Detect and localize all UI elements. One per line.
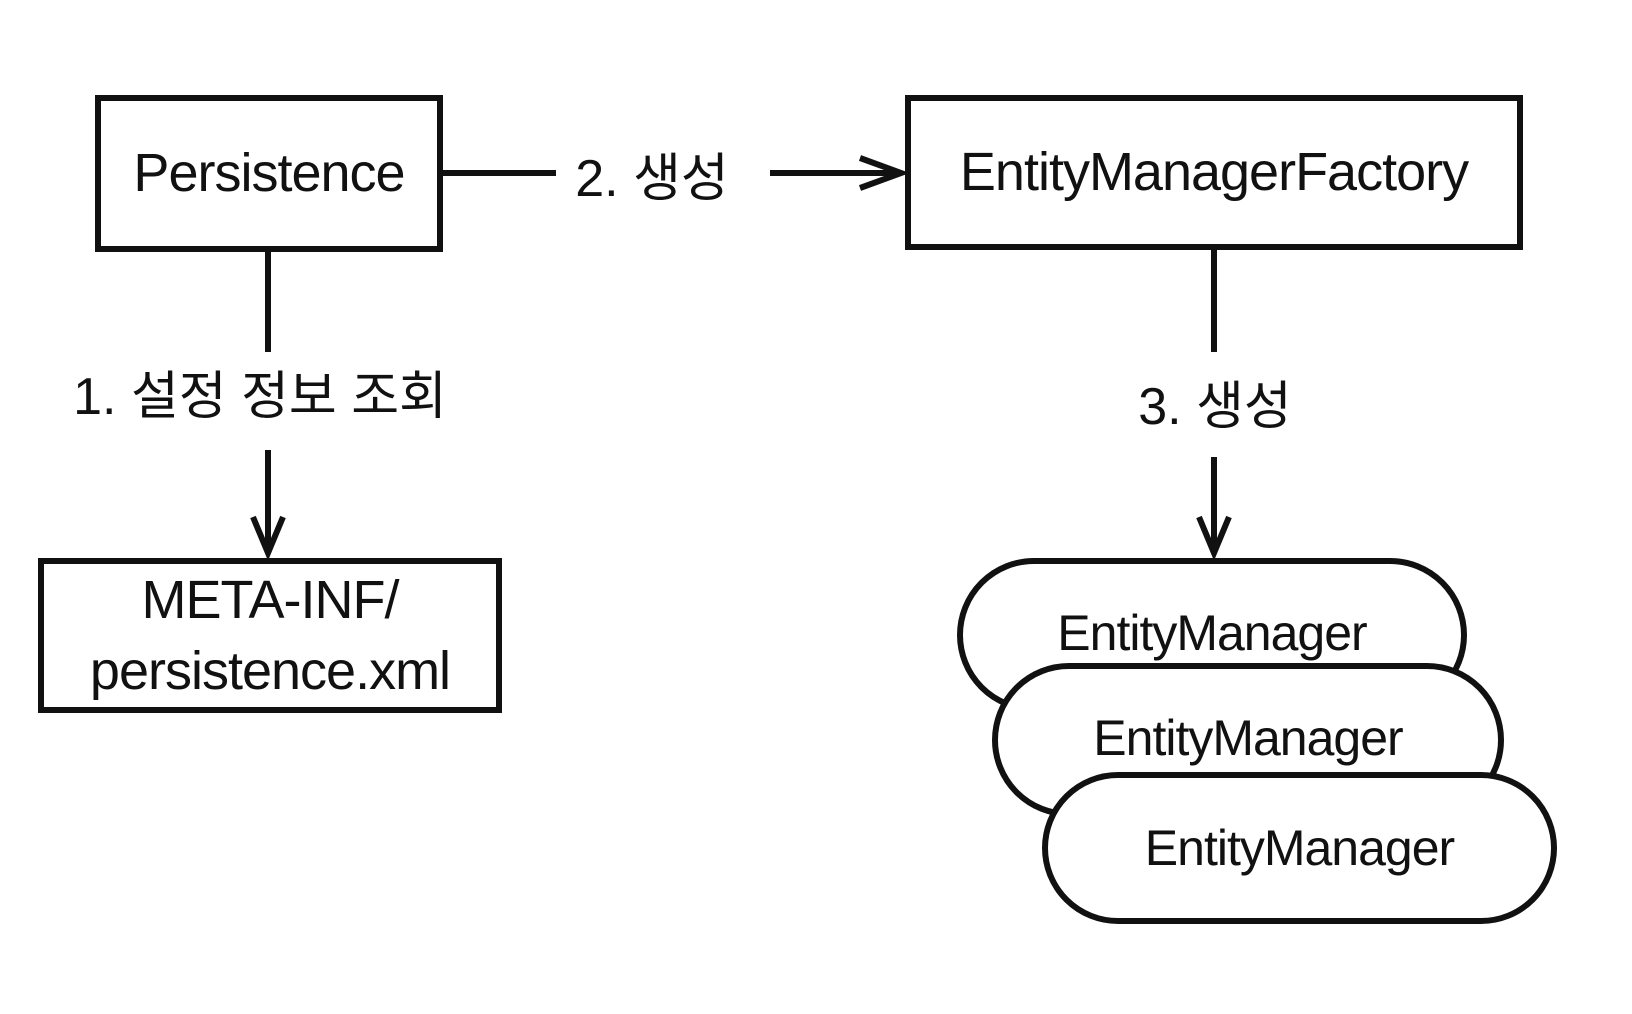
persistence-xml-line2: persistence.xml: [89, 640, 451, 701]
persistence-box: Persistence: [95, 95, 443, 252]
step1-arrowhead: [250, 515, 286, 561]
step3-arrowhead: [1196, 515, 1232, 561]
entity-manager-factory-box: EntityManagerFactory: [905, 95, 1523, 250]
step3-edge-label: 3. 생성: [1138, 377, 1292, 436]
persistence-xml-label: META-INF/ persistence.xml: [89, 565, 451, 705]
entity-manager-label-2: EntityManager: [1093, 709, 1403, 766]
entity-manager-label-3: EntityManager: [1144, 819, 1455, 876]
entity-manager-box-3: EntityManager: [1042, 772, 1557, 924]
persistence-label: Persistence: [133, 143, 405, 204]
persistence-xml-line1: META-INF/: [141, 570, 400, 631]
step1-edge-label: 1. 설정 정보 조회: [73, 367, 447, 426]
entity-manager-label-1: EntityManager: [1057, 604, 1367, 661]
entity-manager-factory-label: EntityManagerFactory: [959, 142, 1469, 203]
persistence-xml-box: META-INF/ persistence.xml: [38, 558, 502, 713]
step2-arrowhead: [858, 155, 910, 191]
step2-edge-label: 2. 생성: [575, 149, 729, 208]
